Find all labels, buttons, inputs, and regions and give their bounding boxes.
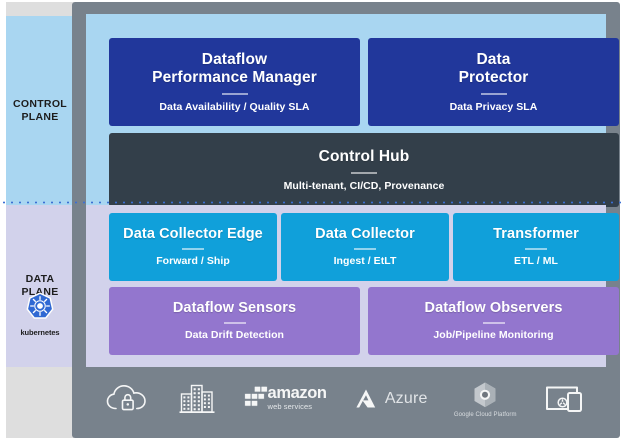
aws-subwordmark: web services — [267, 402, 313, 412]
data-plane-label: DATA PLANE — [21, 273, 59, 298]
google-cloud-icon — [469, 380, 501, 410]
card-subtitle: Data Drift Detection — [184, 329, 284, 342]
card-data-protector[interactable]: Data Protector Data Privacy SLA — [368, 38, 619, 126]
card-divider — [354, 248, 376, 251]
card-divider — [525, 248, 547, 251]
card-title: Data Collector Edge — [123, 226, 263, 243]
aws-wordmark: amazon — [267, 383, 327, 402]
platform-private-cloud[interactable] — [105, 382, 151, 416]
card-divider — [223, 322, 246, 325]
control-plane-panel: Dataflow Performance Manager Data Availa… — [86, 14, 619, 207]
devices-icon — [543, 382, 587, 416]
card-subtitle: Forward / Ship — [156, 255, 230, 268]
data-plane-panel: Data Collector Edge Forward / Ship Data … — [86, 205, 619, 367]
kubernetes-icon — [25, 291, 55, 326]
card-divider — [482, 322, 505, 325]
card-data-collector-edge[interactable]: Data Collector Edge Forward / Ship — [109, 213, 277, 281]
card-transformer[interactable]: Transformer ETL / ML — [453, 213, 619, 281]
plane-label-column: CONTROL PLANE DATA PLANE — [6, 2, 74, 438]
platform-google-cloud[interactable]: Google Cloud Platform — [454, 380, 517, 418]
card-dataflow-performance-manager[interactable]: Dataflow Performance Manager Data Availa… — [109, 38, 360, 126]
kubernetes-label: kubernetes — [20, 328, 60, 337]
platform-azure[interactable]: Azure — [353, 387, 428, 411]
cloud-lock-icon — [105, 382, 151, 416]
card-subtitle: Data Availability / Quality SLA — [159, 100, 310, 113]
aws-icon — [244, 385, 274, 413]
platform-edge-devices[interactable] — [543, 382, 587, 416]
card-divider — [221, 92, 248, 95]
card-data-collector[interactable]: Data Collector Ingest / EtLT — [281, 213, 449, 281]
platform-aws[interactable]: amazon web services — [244, 385, 327, 413]
control-plane-label: CONTROL PLANE — [12, 97, 67, 123]
data-plane-band: DATA PLANE — [6, 205, 74, 367]
card-dataflow-sensors[interactable]: Dataflow Sensors Data Drift Detection — [109, 287, 360, 355]
card-title: Data Collector — [315, 226, 415, 243]
card-title: Dataflow Sensors — [172, 300, 297, 317]
card-subtitle: Multi-tenant, CI/CD, Provenance — [283, 179, 445, 192]
card-title: Data Protector — [458, 50, 529, 86]
card-subtitle: ETL / ML — [514, 255, 558, 268]
card-title: Control Hub — [318, 147, 410, 165]
plane-divider — [0, 201, 624, 204]
card-subtitle: Data Privacy SLA — [449, 100, 538, 113]
google-cloud-wordmark: Google Cloud Platform — [453, 411, 517, 418]
platform-icon-strip: amazon web services Azure — [86, 367, 606, 430]
card-subtitle: Ingest / EtLT — [333, 255, 397, 268]
card-title: Transformer — [493, 226, 579, 243]
card-dataflow-observers[interactable]: Dataflow Observers Job/Pipeline Monitori… — [368, 287, 619, 355]
card-divider — [182, 248, 204, 251]
kubernetes-badge: kubernetes — [6, 291, 74, 337]
platform-on-premises[interactable] — [177, 381, 217, 417]
platform-frame: Dataflow Performance Manager Data Availa… — [72, 2, 620, 438]
card-subtitle: Job/Pipeline Monitoring — [433, 329, 554, 342]
card-title: Dataflow Observers — [424, 300, 563, 317]
control-plane-band: CONTROL PLANE — [6, 16, 74, 205]
card-divider — [351, 171, 377, 174]
card-control-hub[interactable]: Control Hub Multi-tenant, CI/CD, Provena… — [109, 133, 619, 207]
buildings-icon — [177, 381, 217, 417]
azure-wordmark: Azure — [384, 389, 428, 407]
azure-icon — [353, 387, 379, 411]
card-title: Dataflow Performance Manager — [152, 50, 317, 86]
card-divider — [480, 92, 507, 95]
